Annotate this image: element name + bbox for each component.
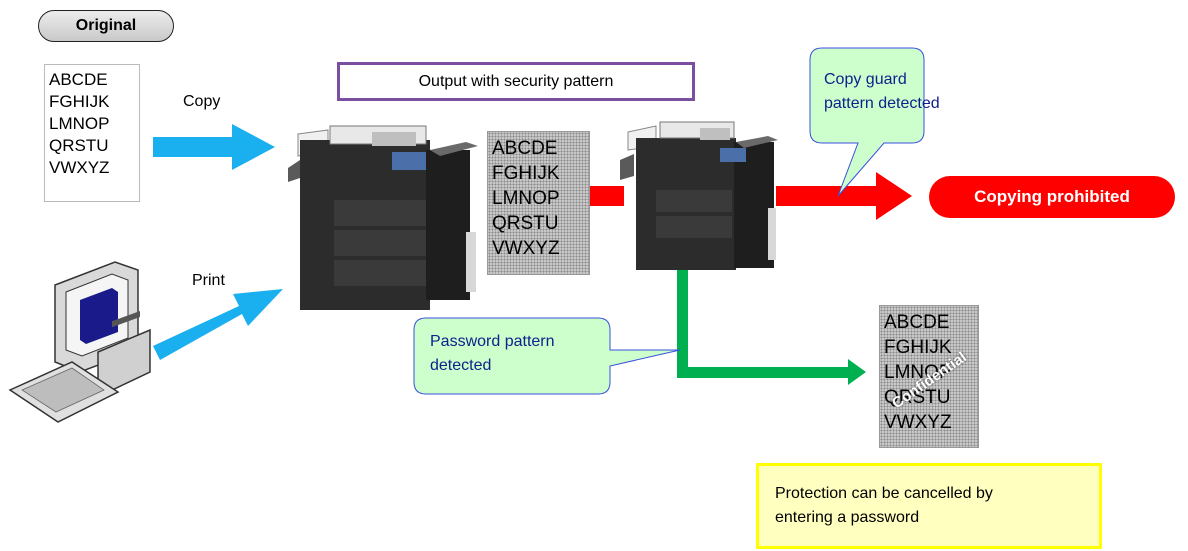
allowed-arrow-vertical [677,262,688,378]
mfp-printer-icon [288,125,478,310]
patterned-doc-line-3: LMNOP [492,188,560,209]
result-doc-line-1: ABCDE [884,312,950,333]
password-callout: Password pattern detected [430,330,555,378]
result-doc-line-2: FGHIJK [884,337,952,358]
patterned-doc-line-5: VWXYZ [492,238,560,259]
result-doc-line-5: VWXYZ [884,412,952,433]
password-callout-line-2: detected [430,357,492,374]
allowed-arrow [677,359,866,385]
copy-label: Copy [183,93,221,110]
computer-icon [8,261,151,423]
patterned-doc-line-2: FGHIJK [492,163,560,184]
original-label: Original [38,10,174,42]
protection-note: Protection can be cancelled by entering … [756,463,1102,549]
result-doc-line-4: QRSTU [884,387,951,408]
copy-guard-callout-line-2: pattern detected [824,95,940,112]
output-security-pattern-box: Output with security pattern [337,62,695,101]
source-doc-line-4: QRSTU [49,136,109,155]
source-doc-line-3: LMNOP [49,114,110,133]
source-doc-line-1: ABCDE [49,70,108,89]
copy-guard-callout-shape [809,47,925,197]
patterned-doc-line-4: QRSTU [492,213,559,234]
source-doc-line-2: FGHIJK [49,92,110,111]
print-arrow [153,289,283,360]
blocked-arrow [776,172,912,220]
result-doc-line-3: LMNOP [884,362,952,383]
patterned-doc-line-1: ABCDE [492,138,558,159]
original-label-text: Original [75,17,137,34]
copying-prohibited-text: Copying prohibited [974,187,1130,206]
protection-note-line-2: entering a password [775,509,920,526]
copy-guard-callout: Copy guard pattern detected [824,68,940,116]
source-document: ABCDE FGHIJK LMNOP QRSTU VWXYZ [44,64,140,202]
source-doc-line-5: VWXYZ [49,158,110,177]
mfp-scanner-icon [620,121,778,270]
copy-guard-callout-line-1: Copy guard [824,71,907,88]
password-callout-shape [413,317,681,395]
password-callout-line-1: Password pattern [430,333,555,350]
red-arrow-segment-1 [590,186,624,206]
protection-note-line-1: Protection can be cancelled by [775,485,993,502]
copy-arrow [153,124,275,170]
output-box-text: Output with security pattern [418,72,614,90]
copying-prohibited-badge: Copying prohibited [929,176,1175,218]
print-label: Print [192,272,225,289]
patterned-document: ABCDE FGHIJK LMNOP QRSTU VWXYZ [487,131,590,275]
result-document: ABCDE FGHIJK LMNOP QRSTU VWXYZ Confident… [879,305,979,448]
